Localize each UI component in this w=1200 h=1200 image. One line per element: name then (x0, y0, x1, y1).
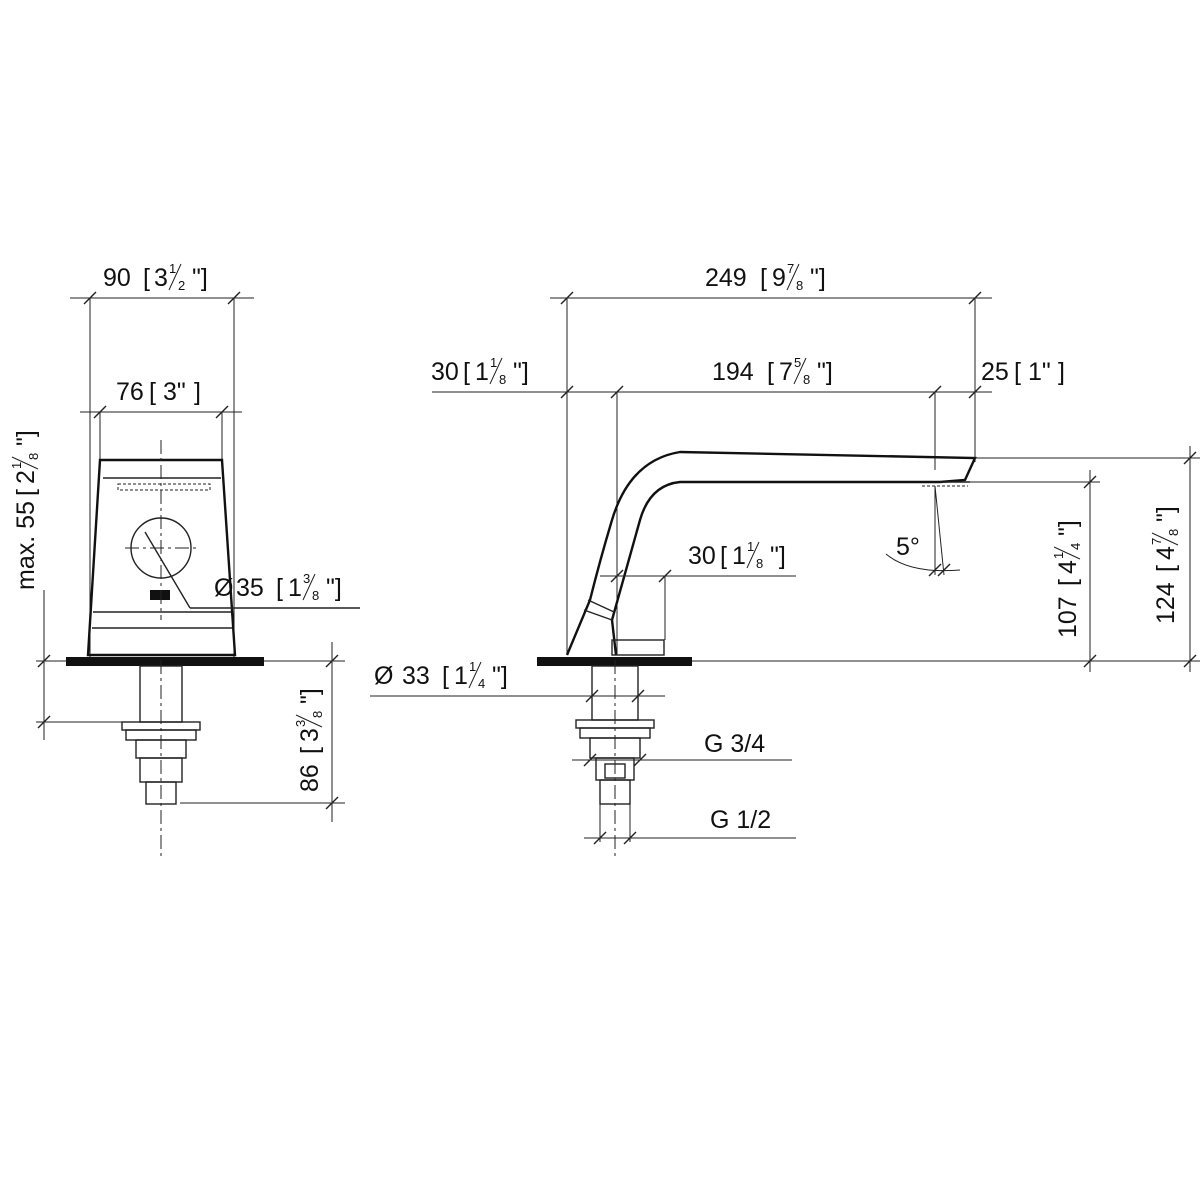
dim-25-close: ] (1058, 358, 1065, 386)
front-view: 90 [ 3 1 2 "] 76 [ 3" ] (9, 261, 360, 860)
dim-25-inch: 1" (1028, 358, 1051, 386)
dim-90-close: "] (192, 264, 208, 292)
dim-33-whole: 1 (454, 662, 468, 690)
dim-35-whole: 1 (288, 574, 302, 602)
dim-194-den: 8 (803, 372, 810, 387)
dim-194-whole: 7 (779, 358, 793, 386)
dim-30-base-den: 8 (756, 556, 763, 571)
dim-90-bracket: [ (143, 264, 150, 292)
dim-33-num: 1 (469, 659, 476, 674)
dim-30-base-whole: 1 (732, 542, 746, 570)
dim-90-den: 2 (178, 278, 185, 293)
dim-107-whole: 4 (1054, 560, 1082, 574)
dim-55-whole: 2 (12, 470, 40, 484)
dim-249-num: 7 (787, 261, 794, 276)
dim-194-mm: 194 (712, 358, 754, 386)
handle-body (86, 458, 237, 657)
dim-249-whole: 9 (772, 264, 786, 292)
dim-90-mm: 90 (103, 264, 131, 292)
dim-30-base-close: "] (770, 542, 786, 570)
dim-86-whole: 3 (296, 728, 324, 742)
dim-55-den: 8 (26, 453, 41, 460)
dim-30-base-mm: 30 (688, 542, 716, 570)
dim-55-num: 1 (9, 462, 24, 469)
dim-30-top-whole: 1 (475, 358, 489, 386)
dim-35-bracket: [ (276, 574, 283, 602)
dim-194-bracket: [ (767, 358, 774, 386)
indicator-mark (150, 590, 170, 600)
dim-33-den: 4 (478, 676, 485, 691)
dim-25-bracket: [ (1014, 358, 1021, 386)
dim-107-bracket: [ (1054, 579, 1082, 586)
dim-30-top-den: 8 (499, 372, 506, 387)
dim-76-mm: 76 (116, 378, 144, 406)
dim-124-num: 7 (1149, 538, 1164, 545)
dim-249-mm: 249 (705, 264, 747, 292)
dim-107-mm: 107 (1054, 596, 1082, 638)
dim-249-den: 8 (796, 278, 803, 293)
dim-35-close: "] (326, 574, 342, 602)
dim-86-mm: 86 (296, 764, 324, 792)
dim-33-bracket: [ (442, 662, 449, 690)
dim-90-whole: 3 (154, 264, 168, 292)
dim-124-den: 8 (1166, 529, 1181, 536)
dim-33-mm: 33 (402, 662, 430, 690)
dim-124-whole: 4 (1152, 546, 1180, 560)
dim-35-mm: 35 (236, 574, 264, 602)
dim-86-close: "] (296, 688, 324, 704)
dim-249-bracket: [ (760, 264, 767, 292)
dim-90-num: 1 (169, 261, 176, 276)
angle-label: 5° (896, 533, 920, 561)
side-view: 249 [ 9 7 8 "] 30 [ 1 1 8 "] 194 [ 7 5 8… (370, 261, 1200, 860)
thread-upper-label: G 3/4 (704, 730, 765, 758)
dim-249-close: "] (810, 264, 826, 292)
dim-55-close: "] (12, 430, 40, 446)
dim-30-base-bracket: [ (720, 542, 727, 570)
dim-124-bracket: [ (1152, 565, 1180, 572)
dim-86-den: 8 (310, 711, 325, 718)
spout (565, 450, 977, 656)
dim-194-num: 5 (794, 355, 801, 370)
dim-76-inch: 3" (163, 378, 186, 406)
dim-107-den: 4 (1068, 543, 1083, 550)
dim-35-symbol: Ø (214, 574, 233, 602)
dim-30-top-close: "] (513, 358, 529, 386)
dim-124-close: "] (1152, 506, 1180, 522)
dim-55-bracket: [ (12, 489, 40, 496)
dim-30-base-num: 1 (747, 539, 754, 554)
dim-76-bracket: [ (149, 378, 156, 406)
dim-124-mm: 124 (1152, 582, 1180, 624)
dim-30-top-num: 1 (490, 355, 497, 370)
dim-35-num: 3 (303, 571, 310, 586)
dim-86-bracket: [ (296, 747, 324, 754)
dim-76-close: ] (194, 378, 201, 406)
dim-33-close: "] (492, 662, 508, 690)
dim-55-prefix: max. 55 (12, 501, 40, 590)
dim-30-top-bracket: [ (463, 358, 470, 386)
dim-86-num: 3 (293, 720, 308, 727)
dim-30-top-mm: 30 (431, 358, 459, 386)
thread-lower-label: G 1/2 (710, 806, 771, 834)
mounting-plate (66, 657, 264, 666)
dim-194-close: "] (817, 358, 833, 386)
dim-107-close: "] (1054, 520, 1082, 536)
dim-33-symbol: Ø (374, 662, 393, 690)
dim-25-mm: 25 (981, 358, 1009, 386)
dim-107-num: 1 (1051, 552, 1066, 559)
dim-35-den: 8 (312, 588, 319, 603)
